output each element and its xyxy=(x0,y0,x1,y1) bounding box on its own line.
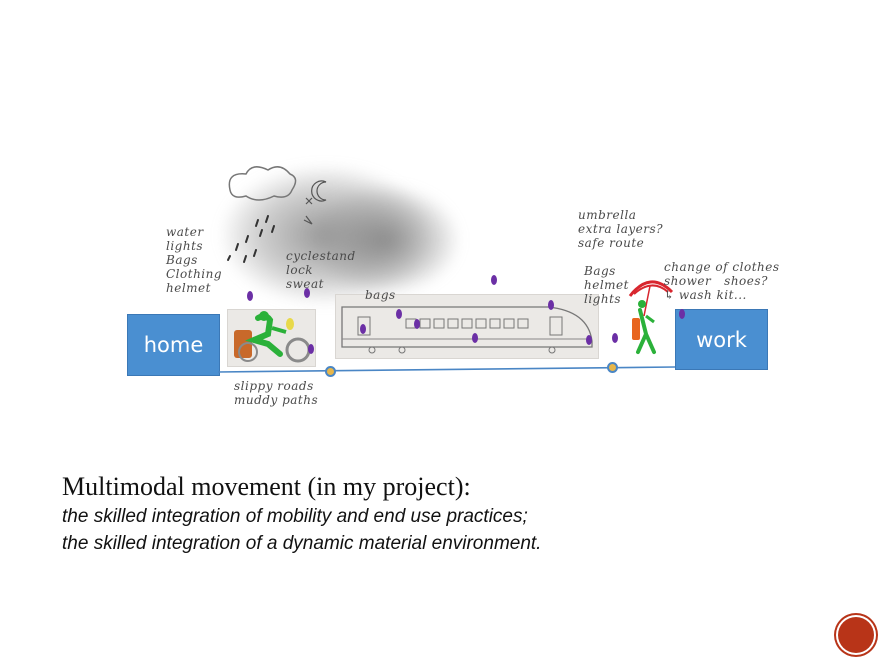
marker-dot xyxy=(548,300,554,310)
right-notes: umbrella extra layers? safe route xyxy=(578,208,664,250)
marker-dot xyxy=(308,344,314,354)
marker-dot xyxy=(472,333,478,343)
home-label: home xyxy=(143,333,204,357)
marker-dot xyxy=(247,291,253,301)
road-notes: slippy roads muddy paths xyxy=(234,379,319,407)
route-node xyxy=(325,366,336,377)
marker-dot xyxy=(679,309,685,319)
train-icon xyxy=(341,306,593,354)
marker-dot xyxy=(612,333,618,343)
rain-cloud-shadow xyxy=(310,185,460,295)
train-notes: bags xyxy=(365,288,396,302)
weather-icons xyxy=(227,166,327,263)
caption-line-2: the skilled integration of a dynamic mat… xyxy=(62,533,542,554)
home-box: home xyxy=(127,314,220,376)
caption-line-1: the skilled integration of mobility and … xyxy=(62,506,528,527)
cyclist-icon xyxy=(234,311,311,363)
left-notes: water lights Bags Clothing helmet xyxy=(166,225,223,295)
marker-dot xyxy=(396,309,402,319)
pedestrian-umbrella-icon xyxy=(628,280,674,354)
train-sketch xyxy=(335,294,599,359)
route-node xyxy=(607,362,618,373)
work-label: work xyxy=(696,327,747,352)
marker-dot xyxy=(304,288,310,298)
marker-dot xyxy=(586,335,592,345)
marker-dot xyxy=(360,324,366,334)
change-notes: change of clothes shower shoes? ↳ wash k… xyxy=(664,260,780,302)
right-notes-2: Bags helmet lights xyxy=(584,264,629,306)
marker-dot xyxy=(414,319,420,329)
caption-title: Multimodal movement (in my project): xyxy=(62,472,471,501)
marker-dot xyxy=(491,275,497,285)
cyclist-sketch xyxy=(227,309,316,367)
work-box: work xyxy=(675,309,768,370)
cycle-notes: cyclestand lock sweat xyxy=(286,249,356,291)
slide-corner-circle xyxy=(838,617,874,653)
